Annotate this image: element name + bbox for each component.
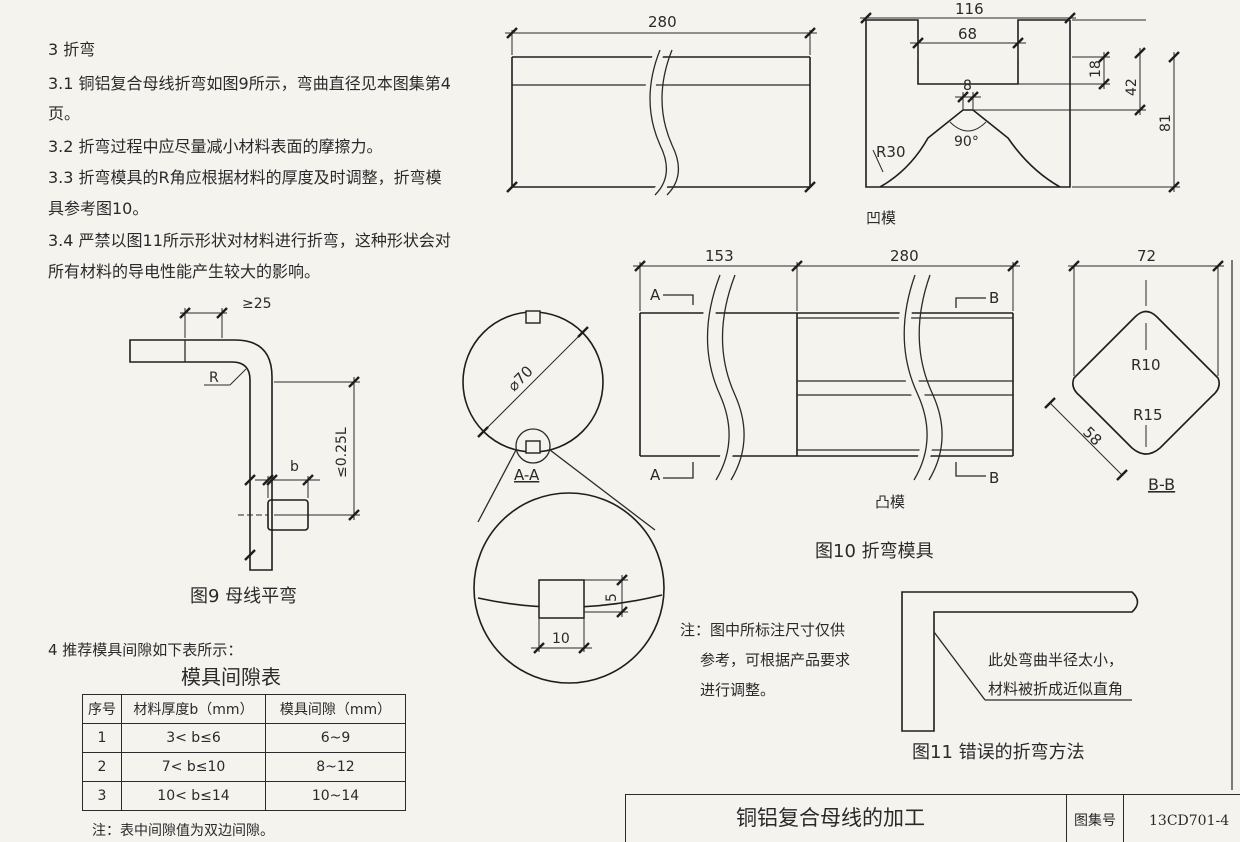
die-dim-angle: 90° [954,134,979,150]
die-dim-r30: R30 [876,143,906,161]
aa-dim-dia: ⌀70 [504,362,537,395]
table-row: 1 3< b≤6 6~9 [82,723,406,753]
section-mark-b-top: B [989,289,999,307]
table-note: 注：表中间隙值为双边间隙。 [92,823,274,839]
table-cell: 10~14 [265,781,406,811]
fig10-die-section: R30 68 116 8 90° 18 [860,0,1180,227]
table-header-row: 序号 材料厚度b（mm） 模具间隙（mm） [82,694,406,724]
section-mark-a-bottom: A [650,466,661,484]
punch-dim-153: 153 [705,247,734,265]
fig10-caption: 图10 折弯模具 [815,541,934,562]
fig11-note-line1: 此处弯曲半径太小， [988,651,1123,669]
aa-label: A-A [514,466,540,484]
para-3-1-line2: 页。 [48,104,81,123]
die-dim-8: 8 [963,78,972,94]
aa-dim-slot-w: 10 [552,631,570,647]
fig11-wrong-bend: 此处弯曲半径太小， 材料被折成近似直角 [901,591,1139,732]
title-block: 铜铝复合母线的加工 图集号 13CD701-4 [625,794,1240,842]
die-dim-68: 68 [958,25,977,43]
para-3-4-line1: 3.4 严禁以图11所示形状对材料进行折弯，这种形状会对 [48,231,451,250]
para-3-2: 3.2 折弯过程中应尽量减小材料表面的摩擦力。 [48,137,383,156]
fig10-section-bb: 72 R10 R15 58 B-B [1044,247,1224,494]
table-row: 3 10< b≤14 10~14 [82,781,406,811]
section-mark-a-top: A [650,286,661,304]
para-3-4-line2: 所有材料的导电性能产生较大的影响。 [48,262,321,281]
fig9-dim-top: ≥25 [242,296,272,312]
table-row: 2 7< b≤10 8~12 [82,752,406,782]
section-mark-b-bottom: B [989,469,999,487]
para-3-3-line1: 3.3 折弯模具的R角应根据材料的厚度及时调整，折弯模 [48,168,442,187]
section-3-heading: 3 折弯 [48,40,96,59]
fig10-note-line2: 参考，可根据产品要求 [700,651,851,669]
atlas-label: 图集号 [1074,813,1116,829]
bb-dim-58: 58 [1079,423,1105,449]
table-cell: 7< b≤10 [121,752,266,782]
fig11-caption: 图11 错误的折弯方法 [912,742,1085,763]
punch-label: 凸模 [875,493,905,511]
bb-dim-72: 72 [1137,247,1156,265]
die-dim-81: 81 [1158,114,1174,132]
fig9-caption: 图9 母线平弯 [190,586,298,607]
table-header-cell: 模具间隙（mm） [265,694,406,724]
die-dim-18: 18 [1088,60,1104,78]
section-4-heading: 4 推荐模具间隙如下表所示： [48,641,243,659]
punch-dim-280: 280 [890,247,919,265]
fig10-punch-long-view: 153 280 A A B B 凸模 [633,247,1020,511]
para-3-1-line1: 3.1 铜铝复合母线折弯如图9所示，弯曲直径见本图集第4 [48,74,451,93]
die-dim-280: 280 [648,13,677,31]
table-cell: 3 [82,781,122,811]
fig10-note-line1: 注：图中所标注尺寸仅供 [680,621,846,639]
table-header-cell: 序号 [82,694,122,724]
drawing-title: 铜铝复合母线的加工 [736,806,925,830]
die-gap-table: 序号 材料厚度b（mm） 模具间隙（mm） 1 3< b≤6 6~9 2 7< … [82,694,406,811]
fig9-dim-b: b [290,459,299,475]
fig11-note-line2: 材料被折成近似直角 [988,680,1123,698]
table-cell: 3< b≤6 [121,723,266,753]
fig9-busbar-bend: ≥25 R ≤0.25L b [129,296,360,571]
fig10-section-aa: ⌀70 A-A 5 10 [462,310,665,684]
die-dim-42: 42 [1124,78,1140,96]
table-title: 模具间隙表 [181,665,281,689]
fig10-note-line3: 进行调整。 [700,681,776,699]
bb-label: B-B [1148,475,1175,494]
die-label: 凹模 [866,209,896,227]
aa-dim-slot-h: 5 [604,593,620,602]
fig9-dim-r: R [209,370,219,386]
atlas-number: 13CD701-4 [1149,813,1230,829]
fig10-die-long-view: 280 [505,13,817,199]
die-dim-116: 116 [955,0,984,18]
bb-dim-r10: R10 [1131,356,1161,374]
fig9-dim-side: ≤0.25L [334,427,350,478]
para-3-3-line2: 具参考图10。 [48,199,149,218]
bb-dim-r15: R15 [1133,406,1163,424]
